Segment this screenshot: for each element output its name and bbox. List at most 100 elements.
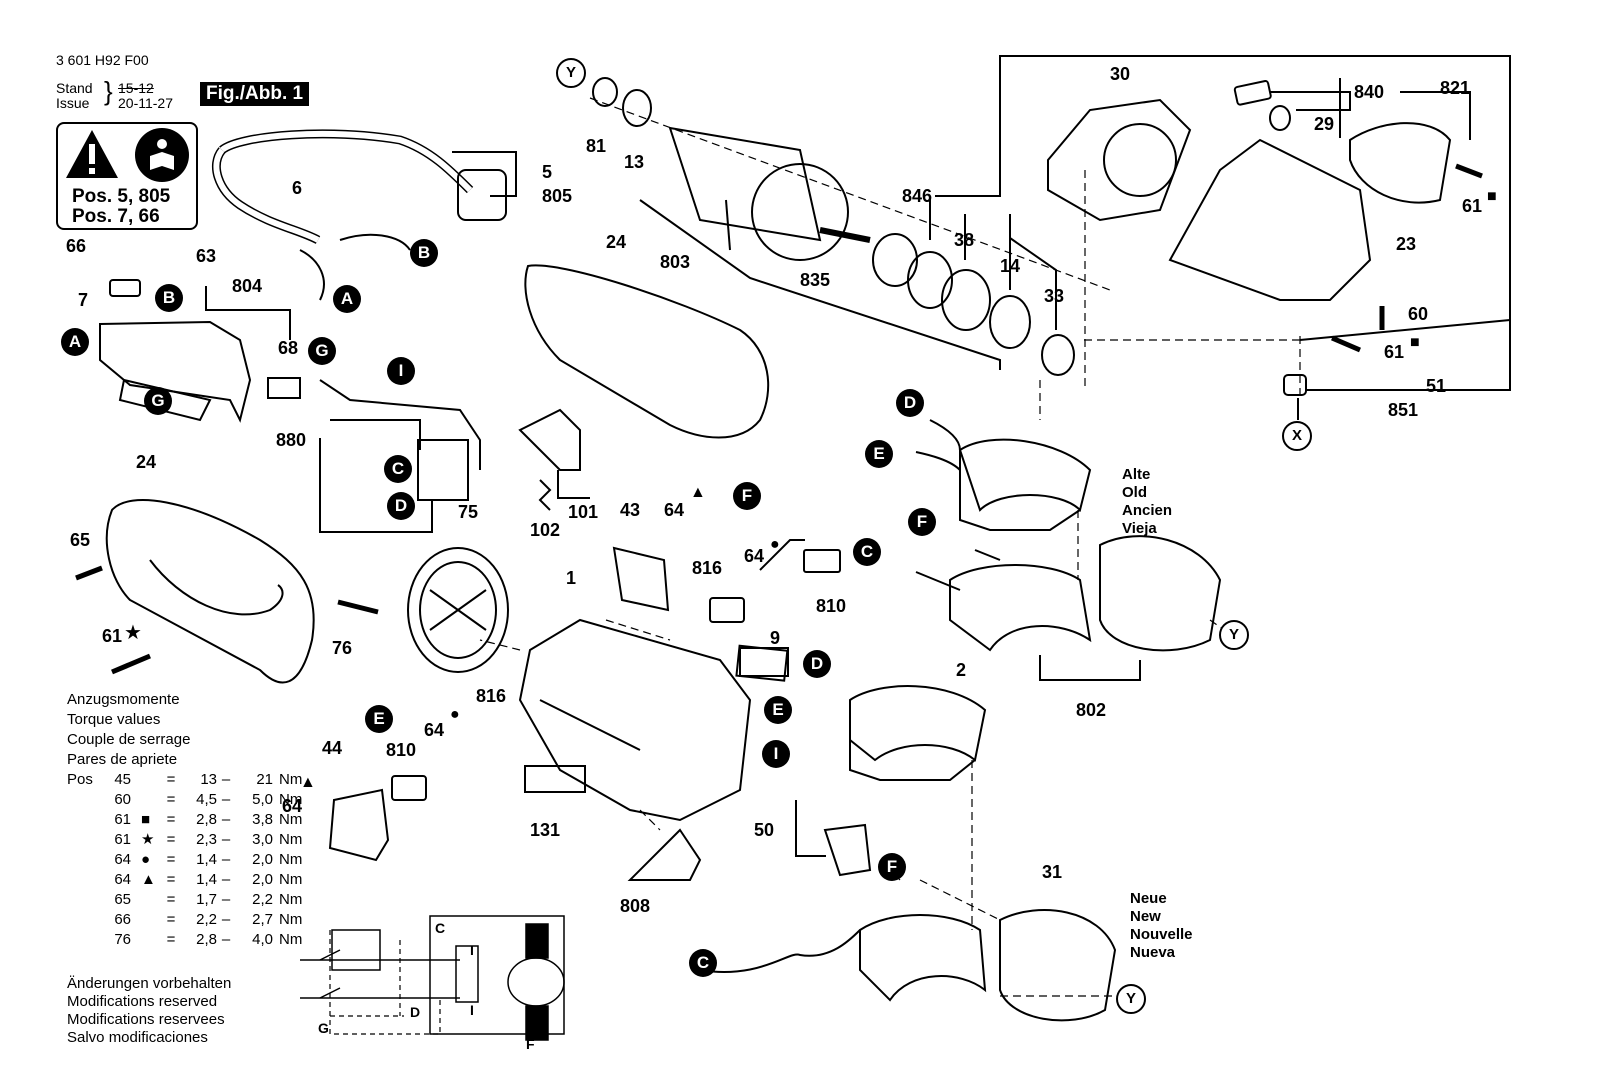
wiring-schematic — [300, 915, 565, 1041]
part-label: 7 — [78, 290, 89, 310]
part-label: 1 — [566, 568, 577, 588]
callout-y: Y — [1116, 984, 1146, 1014]
warning-icons — [66, 128, 189, 182]
power-cord — [219, 129, 474, 194]
part-label: 880 — [276, 430, 307, 450]
callout-i: I — [762, 740, 790, 768]
triangle-marker: ▲ — [300, 774, 316, 791]
part-label: 43 — [620, 500, 641, 520]
part-label: 13 — [624, 152, 645, 172]
callout-f: F — [733, 482, 761, 510]
bearing-flange — [1047, 98, 1192, 222]
part-label: 24 — [136, 452, 157, 472]
part-label: 61 — [1384, 342, 1405, 362]
part-label: 835 — [800, 270, 831, 290]
callout-f: F — [908, 508, 936, 536]
part-label: 816 — [476, 686, 507, 706]
part-label: 50 — [754, 820, 775, 840]
callout-b: B — [410, 239, 438, 267]
modifications-note: Änderungen vorbehalten Modifications res… — [67, 975, 232, 1046]
torque-title: Couple de serrage — [67, 731, 191, 748]
callout-a: A — [61, 328, 89, 356]
cord-clamp — [109, 279, 141, 297]
schematic-label-e: E — [536, 922, 546, 938]
warning-box: Pos. 5, 805 Pos. 7, 66 — [56, 122, 198, 230]
gear-housing — [1168, 138, 1372, 301]
callout-d: D — [896, 389, 924, 417]
part-label: 51 — [1426, 376, 1447, 396]
callout-i: I — [387, 357, 415, 385]
part-label: 102 — [530, 520, 561, 540]
part-label: 38 — [954, 230, 975, 250]
part-label: 81 — [586, 136, 607, 156]
part-label: 64 — [282, 796, 303, 816]
warning-text-2: Pos. 7, 66 — [72, 206, 160, 227]
triangle-marker: ▲ — [690, 484, 706, 501]
issue-value: 20-11-27 — [118, 95, 174, 111]
schematic-label-c: C — [435, 920, 446, 936]
callout-g: G — [308, 337, 336, 365]
motor-housing — [518, 618, 752, 822]
part-label: 30 — [1110, 64, 1131, 84]
callout-c: C — [853, 538, 881, 566]
part-label: 101 — [568, 502, 599, 522]
switch-module — [417, 439, 469, 501]
fan-guide-old — [1099, 535, 1222, 652]
warning-text-1: Pos. 5, 805 — [72, 186, 171, 207]
part-label: 821 — [1440, 78, 1471, 98]
part-label: 2 — [956, 660, 967, 680]
fan-guide-new — [999, 909, 1117, 1022]
star-marker: ★ — [124, 622, 142, 644]
part-label: 60 — [1408, 304, 1429, 324]
dot-marker: ● — [450, 706, 460, 723]
torque-title: Anzugsmomente — [67, 691, 180, 708]
side-handle — [105, 499, 315, 684]
cover-23 — [1349, 122, 1452, 204]
torque-table: Anzugsmomente Torque values Couple de se… — [67, 690, 302, 950]
callout-g: G — [144, 387, 172, 415]
part-label: 64 — [424, 720, 445, 740]
part-label: 6 — [292, 178, 303, 198]
part-label: 5 — [542, 162, 553, 182]
schematic-label-i: I — [470, 1002, 474, 1018]
callout-d: D — [387, 492, 415, 520]
schematic-label-i: I — [470, 942, 474, 958]
callout-d: D — [803, 650, 831, 678]
part-label: 63 — [196, 246, 217, 266]
schematic-label-g: G — [318, 1020, 329, 1036]
cover-43 — [612, 546, 670, 612]
part-label: 816 — [692, 558, 723, 578]
switch-body — [99, 320, 252, 423]
torque-title: Torque values — [67, 711, 161, 728]
part-label: 810 — [386, 740, 417, 760]
part-label: 66 — [66, 236, 87, 256]
part-label: 14 — [1000, 256, 1021, 276]
callout-e: E — [764, 696, 792, 724]
part-label: 31 — [1042, 862, 1063, 882]
part-label: 810 — [816, 596, 847, 616]
armature-winding — [668, 126, 822, 242]
part-label: 64 — [664, 500, 685, 520]
document-number: 3 601 H92 F00 — [56, 52, 149, 68]
part-label: 29 — [1314, 114, 1335, 134]
part-label: 805 — [542, 186, 573, 206]
part-label: 61 — [1462, 196, 1483, 216]
part-label: 131 — [530, 820, 561, 840]
part-label: 44 — [322, 738, 343, 758]
callout-x: X — [1282, 421, 1312, 451]
callout-c: C — [384, 455, 412, 483]
armature-fan — [751, 163, 849, 261]
dot-marker: ● — [770, 536, 780, 553]
torque-title: Pares de apriete — [67, 751, 178, 768]
part-label: 840 — [1354, 82, 1385, 102]
